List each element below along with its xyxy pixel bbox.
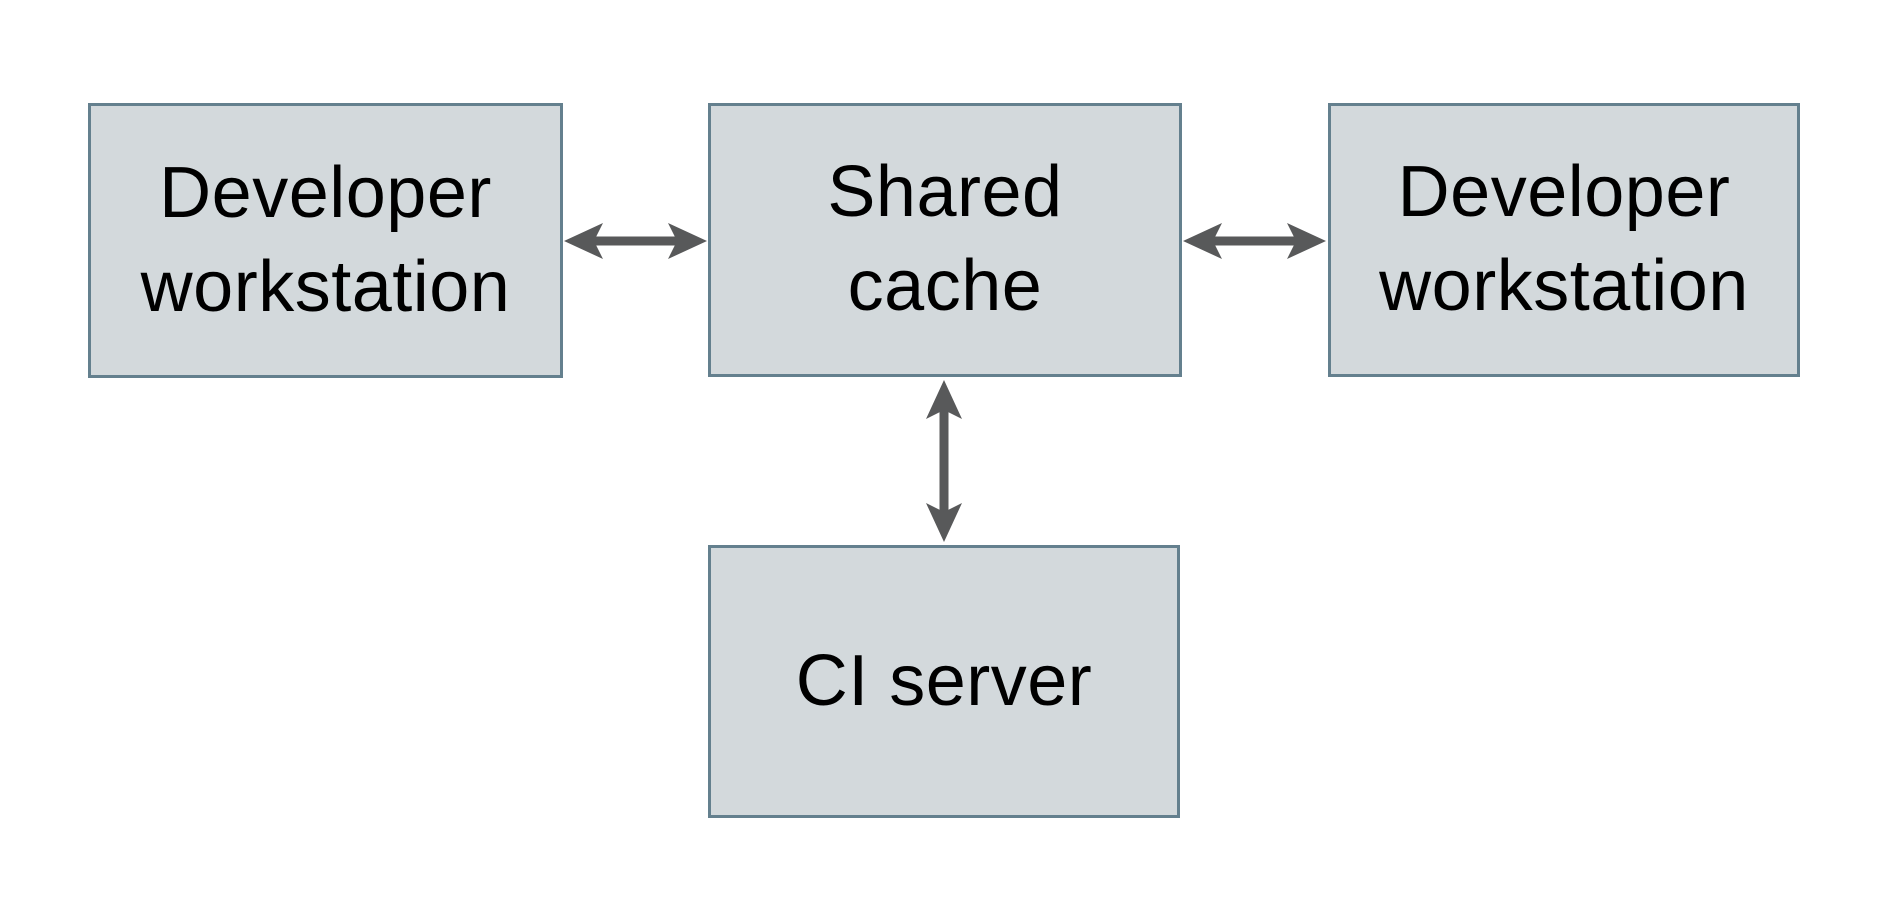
node-ci-server: CI server	[708, 545, 1180, 818]
node-label-developer-workstation-right: Developer workstation	[1379, 152, 1749, 326]
arrow-shared-cache-ci-server	[926, 380, 962, 542]
node-developer-workstation-right: Developer workstation	[1328, 103, 1800, 377]
node-label-ci-server: CI server	[795, 640, 1093, 721]
node-developer-workstation-left: Developer workstation	[88, 103, 563, 378]
arrow-shared-cache-right-workstation	[1183, 223, 1326, 259]
node-label-shared-cache: Shared cache	[827, 152, 1063, 326]
node-label-developer-workstation-left: Developer workstation	[140, 152, 511, 327]
node-shared-cache: Shared cache	[708, 103, 1182, 377]
arrow-left-workstation-shared-cache	[564, 223, 707, 259]
